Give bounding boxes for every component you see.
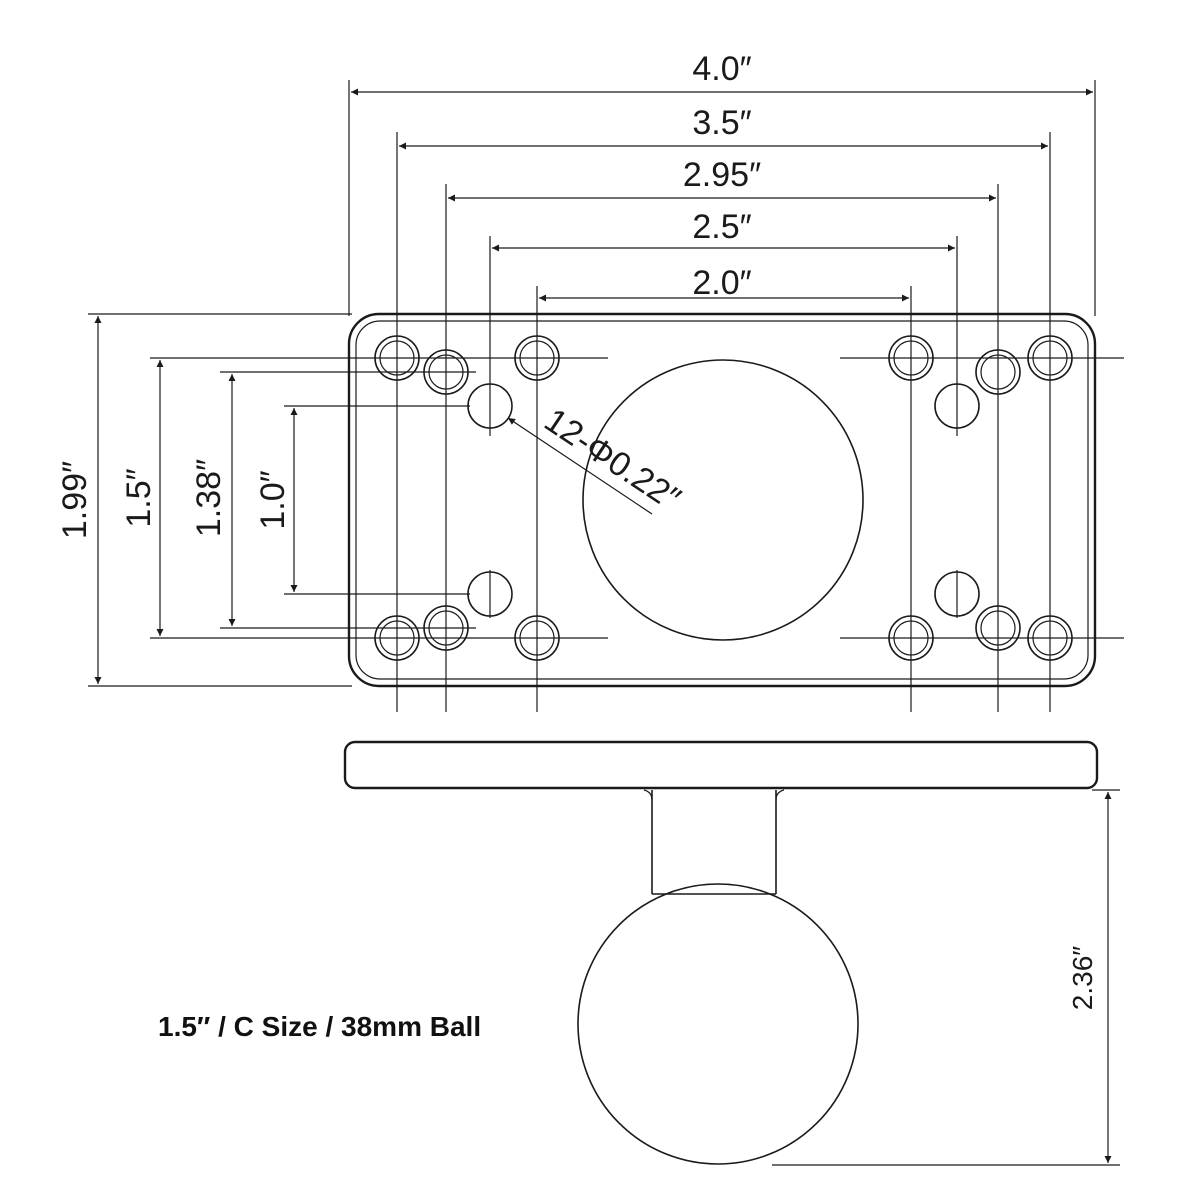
hole <box>423 605 469 651</box>
plate-top-view <box>347 312 1097 688</box>
dim-label-2-36: 2.36″ <box>1067 946 1098 1010</box>
hole <box>888 615 934 661</box>
dim-label-1-0: 1.0″ <box>254 470 292 529</box>
hole <box>934 383 980 429</box>
callout-label: 12-Φ0.22″ <box>538 401 688 518</box>
vertical-extension-lines <box>348 80 1096 712</box>
dim-label-2-95: 2.95″ <box>683 156 761 194</box>
dim-label-3-5: 3.5″ <box>692 104 751 142</box>
center-ball-outline <box>582 359 864 641</box>
hole <box>1027 335 1073 381</box>
neck-fillet-left <box>643 789 653 801</box>
dim-label-2-0: 2.0″ <box>692 264 751 302</box>
hole <box>888 335 934 381</box>
ball-outline <box>577 883 859 1165</box>
side-view <box>343 740 1099 1165</box>
ball-size-caption: 1.5″ / C Size / 38mm Ball <box>158 1011 481 1042</box>
hole <box>467 383 513 429</box>
dim-label-1-99: 1.99″ <box>56 461 94 539</box>
neck-fillet-right <box>775 789 785 801</box>
hole <box>934 571 980 617</box>
vertical-dimensions: 1.99″ 1.5″ 1.38″ 1.0″ <box>56 316 298 684</box>
hole <box>1027 615 1073 661</box>
hole <box>975 349 1021 395</box>
dim-label-4-0: 4.0″ <box>692 50 751 88</box>
hole <box>374 615 420 661</box>
horizontal-dimensions: 4.0″ 3.5″ 2.95″ 2.5″ 2.0″ <box>351 50 1093 302</box>
dim-label-1-5: 1.5″ <box>120 468 158 527</box>
hole <box>514 335 560 381</box>
ball-height-dimension: 2.36″ <box>772 789 1120 1166</box>
horizontal-extension-lines <box>88 313 1124 687</box>
hole-callout: 12-Φ0.22″ <box>507 401 688 518</box>
hole <box>975 605 1021 651</box>
side-plate <box>343 740 1099 790</box>
mounting-holes <box>374 335 1073 661</box>
hole <box>423 349 469 395</box>
dim-label-1-38: 1.38″ <box>190 459 228 537</box>
callout-leader <box>507 417 653 515</box>
dim-label-2-5: 2.5″ <box>692 208 751 246</box>
hole <box>514 615 560 661</box>
hole <box>374 335 420 381</box>
hole <box>467 571 513 617</box>
